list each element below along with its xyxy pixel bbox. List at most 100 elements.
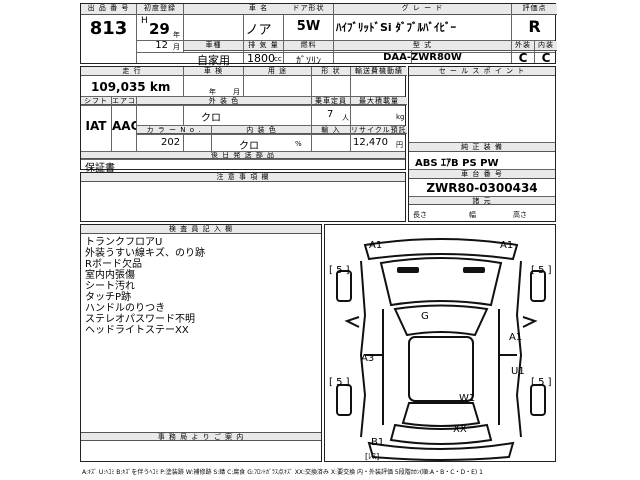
colorno-value: 202 — [161, 137, 181, 148]
mark-5-left-bot: [ 5 ] — [329, 377, 350, 388]
mark-les: [ﾚｽ] — [365, 452, 380, 461]
lot-number: 813 — [89, 18, 128, 39]
office-header: 事 務 局 よ り ご 案 内 — [81, 432, 321, 441]
capacity-unit: 人 — [342, 114, 349, 122]
score-header: 評価点 — [512, 4, 557, 15]
parts-header: 後 日 発 送 部 品 — [81, 152, 405, 159]
use-header: 用 途 — [244, 67, 311, 76]
aircon-header: エアコン — [112, 97, 136, 105]
equip-value: ABS ｴｱB PS PW — [415, 158, 499, 169]
mark-b1: B1 — [371, 437, 385, 448]
shift-value: IAT — [85, 119, 107, 133]
remark-item: ハンドルのりつき — [85, 303, 166, 314]
exterior-grade: C — [518, 51, 528, 65]
intcolor-value: クロ — [239, 141, 259, 152]
recycle-unit: 円 — [396, 141, 403, 149]
displacement-unit: cc — [274, 55, 282, 63]
mark-a1-mid: A1 — [509, 332, 523, 343]
remark-item: 室内内張傷 — [85, 270, 135, 281]
load-unit: kg — [396, 113, 405, 121]
spec-box: 走 行 109,035 km 車 検 年 月 用 途 形 状 輸送費機動績 シフ… — [80, 66, 407, 174]
deadline-header: 輸送費機動績 — [351, 67, 407, 76]
recycle-value: 12,470 — [353, 137, 388, 148]
model-header: 型 式 — [334, 41, 511, 51]
remark-item: ステレオパスワード不明 — [85, 314, 195, 325]
parts-value: 保証書 — [85, 163, 115, 174]
capacity-value: 7 — [327, 109, 334, 120]
equip-header: 純 正 装 備 — [409, 143, 555, 152]
car-diagram: A1 A1 [ 5 ] [ 5 ] G A1 A3 U1 [ 5 ] [ 5 ]… — [324, 224, 556, 462]
colorno-header: カ ラ ー N o . — [137, 126, 211, 134]
import-header: 輸 入 — [312, 126, 350, 134]
score-value: R — [528, 17, 541, 36]
legend: A:ｷｽﾞ U:ﾍｺﾐ B:ｷｽﾞを伴うﾍｺﾐ P:塗装跡 W:補修跡 S:錆 … — [82, 469, 483, 476]
selling-header: セ ー ル ス ポ イ ン ト — [409, 67, 555, 76]
remark-item: タッチP跡 — [85, 292, 132, 303]
recycle-header: リサイクル預託金 — [351, 126, 407, 134]
remark-item: 外装うすい線キズ、のり跡 — [85, 248, 205, 259]
notes-header: 注 意 事 項 欄 — [81, 173, 405, 182]
car-name-header: 車 名 — [184, 4, 333, 15]
car-name: ノア — [245, 23, 272, 38]
mark-g: G — [421, 311, 429, 322]
month-unit: 月 — [173, 43, 180, 51]
fuel-value: ｶﾞｿﾘﾝ — [296, 56, 321, 67]
grade-value: ﾊｲﾌﾞﾘｯﾄﾞSi ﾀﾞﾌﾞﾙﾊﾞｲﾋﾞｰ — [336, 21, 457, 34]
dims-width: 幅 — [469, 211, 476, 219]
car-outline — [336, 238, 546, 461]
chassis-header: 車 台 番 号 — [409, 170, 555, 179]
first-reg-header: 初度登録 — [137, 4, 183, 15]
remark-item: Rボード欠品 — [85, 259, 142, 270]
interior-grade: C — [541, 51, 551, 65]
shift-header: シフト — [81, 97, 111, 105]
usage-header: 車種 — [184, 41, 243, 51]
color-value: クロ — [201, 113, 221, 124]
inspection-month-unit: 月 — [233, 88, 240, 96]
mileage-value: 109,035 km — [91, 80, 171, 94]
intcolor-pct: % — [295, 140, 302, 148]
color-header: 外 装 色 — [137, 97, 311, 105]
mark-5-right-bot: [ 5 ] — [531, 377, 552, 388]
remarks-header: 検 査 員 記 入 欄 — [81, 225, 321, 234]
year-unit: 年 — [173, 31, 180, 39]
mark-a1-left: A1 — [369, 240, 383, 251]
dims-length: 長さ — [413, 211, 427, 219]
mark-a3: A3 — [361, 353, 375, 364]
mark-xx: XX — [453, 424, 467, 435]
remark-item: シート汚れ — [85, 281, 135, 292]
form-header: 形 状 — [312, 67, 350, 76]
chassis-value: ZWR80-0300434 — [426, 181, 538, 195]
dims-height: 高さ — [513, 211, 527, 219]
door-value: 5W — [296, 19, 321, 34]
aircon-value: AAC — [112, 119, 136, 133]
mark-5-left-top: [ 5 ] — [329, 265, 350, 276]
remark-item: トランクフロアU — [85, 237, 163, 248]
notes-box: 注 意 事 項 欄 — [80, 172, 406, 222]
era-mark: H — [141, 16, 148, 26]
usage-value: 自家用 — [197, 54, 230, 67]
door-header: ドア形状 — [284, 4, 333, 15]
displacement-value: 1800 — [247, 52, 275, 65]
mark-w1: W1 — [459, 393, 476, 404]
load-header: 最大積載量 — [351, 97, 407, 105]
remark-item: ヘッドライトステーXX — [85, 325, 189, 336]
intcolor-header: 内 装 色 — [212, 126, 311, 134]
inspection-year-unit: 年 — [209, 88, 216, 96]
capacity-header: 乗車定員 — [312, 97, 350, 105]
side-box: セ ー ル ス ポ イ ン ト 純 正 装 備 ABS ｴｱB PS PW 車 … — [408, 66, 556, 222]
reg-year: 29 — [149, 20, 170, 38]
model-value: DAA-ZWR80W — [383, 52, 462, 63]
lot-header: 出 品 番 号 — [81, 4, 136, 15]
mark-a1-right: A1 — [500, 240, 514, 251]
exterior-header: 外装 — [512, 41, 534, 51]
dims-header: 諸 元 — [409, 197, 555, 205]
displacement-header: 排 気 量 — [244, 41, 283, 51]
mark-u1: U1 — [511, 366, 525, 377]
inspection-header: 車 検 — [184, 67, 243, 76]
fuel-header: 燃料 — [284, 41, 333, 51]
reg-month: 12 — [155, 40, 168, 51]
mileage-header: 走 行 — [81, 67, 183, 76]
header-info-box: 出 品 番 号 813 初度登録 H 29 年 12 月 車 名 ノア 車種 自… — [80, 3, 557, 67]
